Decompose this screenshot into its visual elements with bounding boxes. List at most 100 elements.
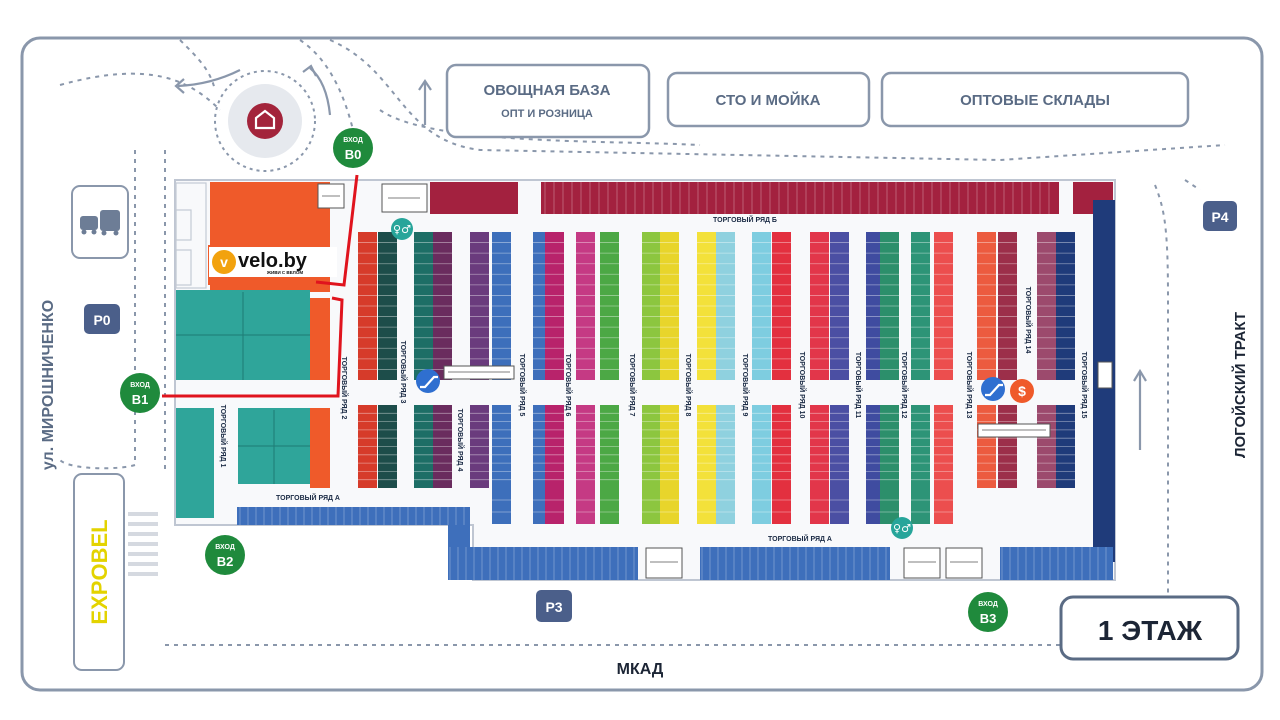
row-extension xyxy=(545,488,564,524)
escalator-icon xyxy=(416,369,440,393)
entrance-b3: ВХОД B3 xyxy=(968,592,1008,632)
row-9-top-b xyxy=(716,232,735,380)
zone-wholesale-warehouses xyxy=(880,71,1190,128)
svg-text:P3: P3 xyxy=(545,599,562,615)
floor-badge xyxy=(1059,595,1240,661)
row-label-1: ТОРГОВЫЙ РЯД 1 xyxy=(219,405,228,468)
row-label-3: ТОРГОВЫЙ РЯД 3 xyxy=(399,341,408,404)
row-label-15: ТОРГОВЫЙ РЯД 15 xyxy=(1080,352,1089,419)
row-extension xyxy=(830,488,849,524)
row-label-11: ТОРГОВЫЙ РЯД 11 xyxy=(854,352,863,418)
svg-text:ВХОД: ВХОД xyxy=(130,382,150,389)
entrance-b2: ВХОД B2 xyxy=(205,535,245,575)
row-3-bottom-b xyxy=(378,405,397,488)
row-extension xyxy=(752,488,771,524)
row-label-13: ТОРГОВЫЙ РЯД 13 xyxy=(965,352,974,419)
escalator-icon xyxy=(981,377,1005,401)
expobel-box xyxy=(73,473,125,671)
stair-lines xyxy=(322,195,1046,563)
row-extension xyxy=(810,488,829,524)
row-label-6: ТОРГОВЫЙ РЯД 6 xyxy=(564,354,573,417)
row-11-top-a xyxy=(810,232,829,380)
shops-row-a-left xyxy=(237,507,470,525)
row-7-top-b xyxy=(600,232,619,380)
row-label-9: ТОРГОВЫЙ РЯД 9 xyxy=(741,354,750,417)
row-extension xyxy=(911,488,930,524)
row-10-bottom-b xyxy=(772,405,791,488)
svg-text:♀♂: ♀♂ xyxy=(393,223,411,236)
shops-row-a-bottom-1 xyxy=(448,547,638,580)
row-9-top-a xyxy=(697,232,716,380)
row-13-top-a xyxy=(911,232,930,380)
row-14-top-a xyxy=(977,232,996,380)
row-15-inner-bottom-b xyxy=(1056,405,1075,488)
zone-vegetable-base-subtitle: ОПТ И РОЗНИЦА xyxy=(501,108,593,120)
zone-vegetable-base-title: ОВОЩНАЯ БАЗА xyxy=(484,82,611,99)
row-extension xyxy=(934,488,953,524)
row-6-top-b xyxy=(545,232,564,380)
row-8-bottom-b xyxy=(660,405,679,488)
svg-text:ВХОД: ВХОД xyxy=(215,544,235,551)
row-extension xyxy=(716,488,735,524)
shops-row-b xyxy=(541,182,1059,214)
row-8-bottom-a xyxy=(642,405,661,488)
zone-vegetable-base xyxy=(445,63,651,139)
row-4-top-a xyxy=(414,232,433,380)
shops-row-a-bottom-3 xyxy=(1000,547,1113,580)
svg-text:B3: B3 xyxy=(980,611,997,626)
row-label-2: ТОРГОВЫЙ РЯД 2 xyxy=(340,357,349,420)
svg-text:P0: P0 xyxy=(93,312,110,328)
direction-arrows xyxy=(174,64,1147,450)
row-13-bottom-b xyxy=(934,405,953,488)
row-8-top-b xyxy=(660,232,679,380)
floor-badge-label: 1 ЭТАЖ xyxy=(1098,615,1203,646)
row-3-top-b xyxy=(378,232,397,380)
row-10-bottom-a xyxy=(752,405,771,488)
row-15-inner-top-b xyxy=(1056,232,1075,380)
row-label-a-left: ТОРГОВЫЙ РЯД А xyxy=(276,493,340,502)
row-extension xyxy=(660,488,679,524)
entrance-b0: ВХОД B0 xyxy=(333,128,373,168)
svg-text:B0: B0 xyxy=(345,147,362,162)
row-5-bottom-b xyxy=(492,405,511,488)
row-13-top-b xyxy=(934,232,953,380)
velo-by-logo: v velo.by ЖИВИ С ВЕЛОМ xyxy=(209,247,337,277)
row-9-bottom-b xyxy=(716,405,735,488)
svg-text:B1: B1 xyxy=(132,392,149,407)
row-label-8: ТОРГОВЫЙ РЯД 8 xyxy=(684,354,693,417)
row-12-bottom-b xyxy=(880,405,899,488)
row-extension xyxy=(880,488,899,524)
route-to-velo xyxy=(162,174,359,398)
svg-text:v: v xyxy=(220,254,228,270)
row-extension xyxy=(697,488,716,524)
teal-block-3 xyxy=(176,408,214,518)
row-6-bottom-b xyxy=(545,405,564,488)
zone-service-wash-title: СТО И МОЙКА xyxy=(716,91,821,109)
zone-wholesale-warehouses-title: ОПТОВЫЕ СКЛАДЫ xyxy=(960,92,1110,109)
row-7-bottom-a xyxy=(576,405,595,488)
row-label-12: ТОРГОВЫЙ РЯД 12 xyxy=(900,352,909,419)
svg-text:P4: P4 xyxy=(1211,209,1228,225)
side-strips xyxy=(128,512,158,576)
zone-service-wash xyxy=(666,71,871,128)
velo-logo-subtitle: ЖИВИ С ВЕЛОМ xyxy=(266,270,303,275)
row-8-top-a xyxy=(642,232,661,380)
row-label-10: ТОРГОВЫЙ РЯД 10 xyxy=(798,352,807,419)
roundabout-icon xyxy=(247,103,283,139)
expobel-logo: EXPOBEL xyxy=(87,519,112,624)
row-b-stalls xyxy=(544,182,1050,214)
row-4-top-b xyxy=(433,232,452,380)
parking-p3: P3 xyxy=(536,590,572,622)
parking-p4: P4 xyxy=(1203,201,1237,231)
row-11-top-b xyxy=(830,232,849,380)
roundabout xyxy=(214,70,316,172)
left-corridor-rooms xyxy=(175,182,207,289)
street-mkad: МКАД xyxy=(617,661,664,678)
exchange-icon: $ xyxy=(1010,379,1034,403)
row-15-inner-top-a xyxy=(1037,232,1056,380)
row-label-5: ТОРГОВЫЙ РЯД 5 xyxy=(518,354,527,417)
row-label-4: ТОРГОВЫЙ РЯД 4 xyxy=(456,409,465,472)
shops-row-b-left xyxy=(430,182,518,214)
row-9-bottom-a xyxy=(697,405,716,488)
